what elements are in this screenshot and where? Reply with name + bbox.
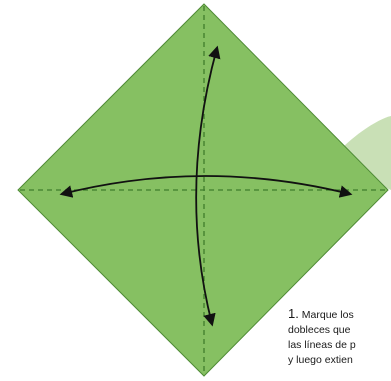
step-caption: 1. Marque los dobleces que las líneas de…	[288, 306, 391, 368]
step-text-2: dobleces que	[288, 323, 391, 338]
step-number: 1.	[288, 306, 299, 321]
step-text-1: Marque los	[302, 309, 354, 321]
step-text-4: y luego extien	[288, 353, 391, 368]
step-caption-line-1: 1. Marque los	[288, 306, 391, 323]
step-text-3: las líneas de p	[288, 338, 391, 353]
